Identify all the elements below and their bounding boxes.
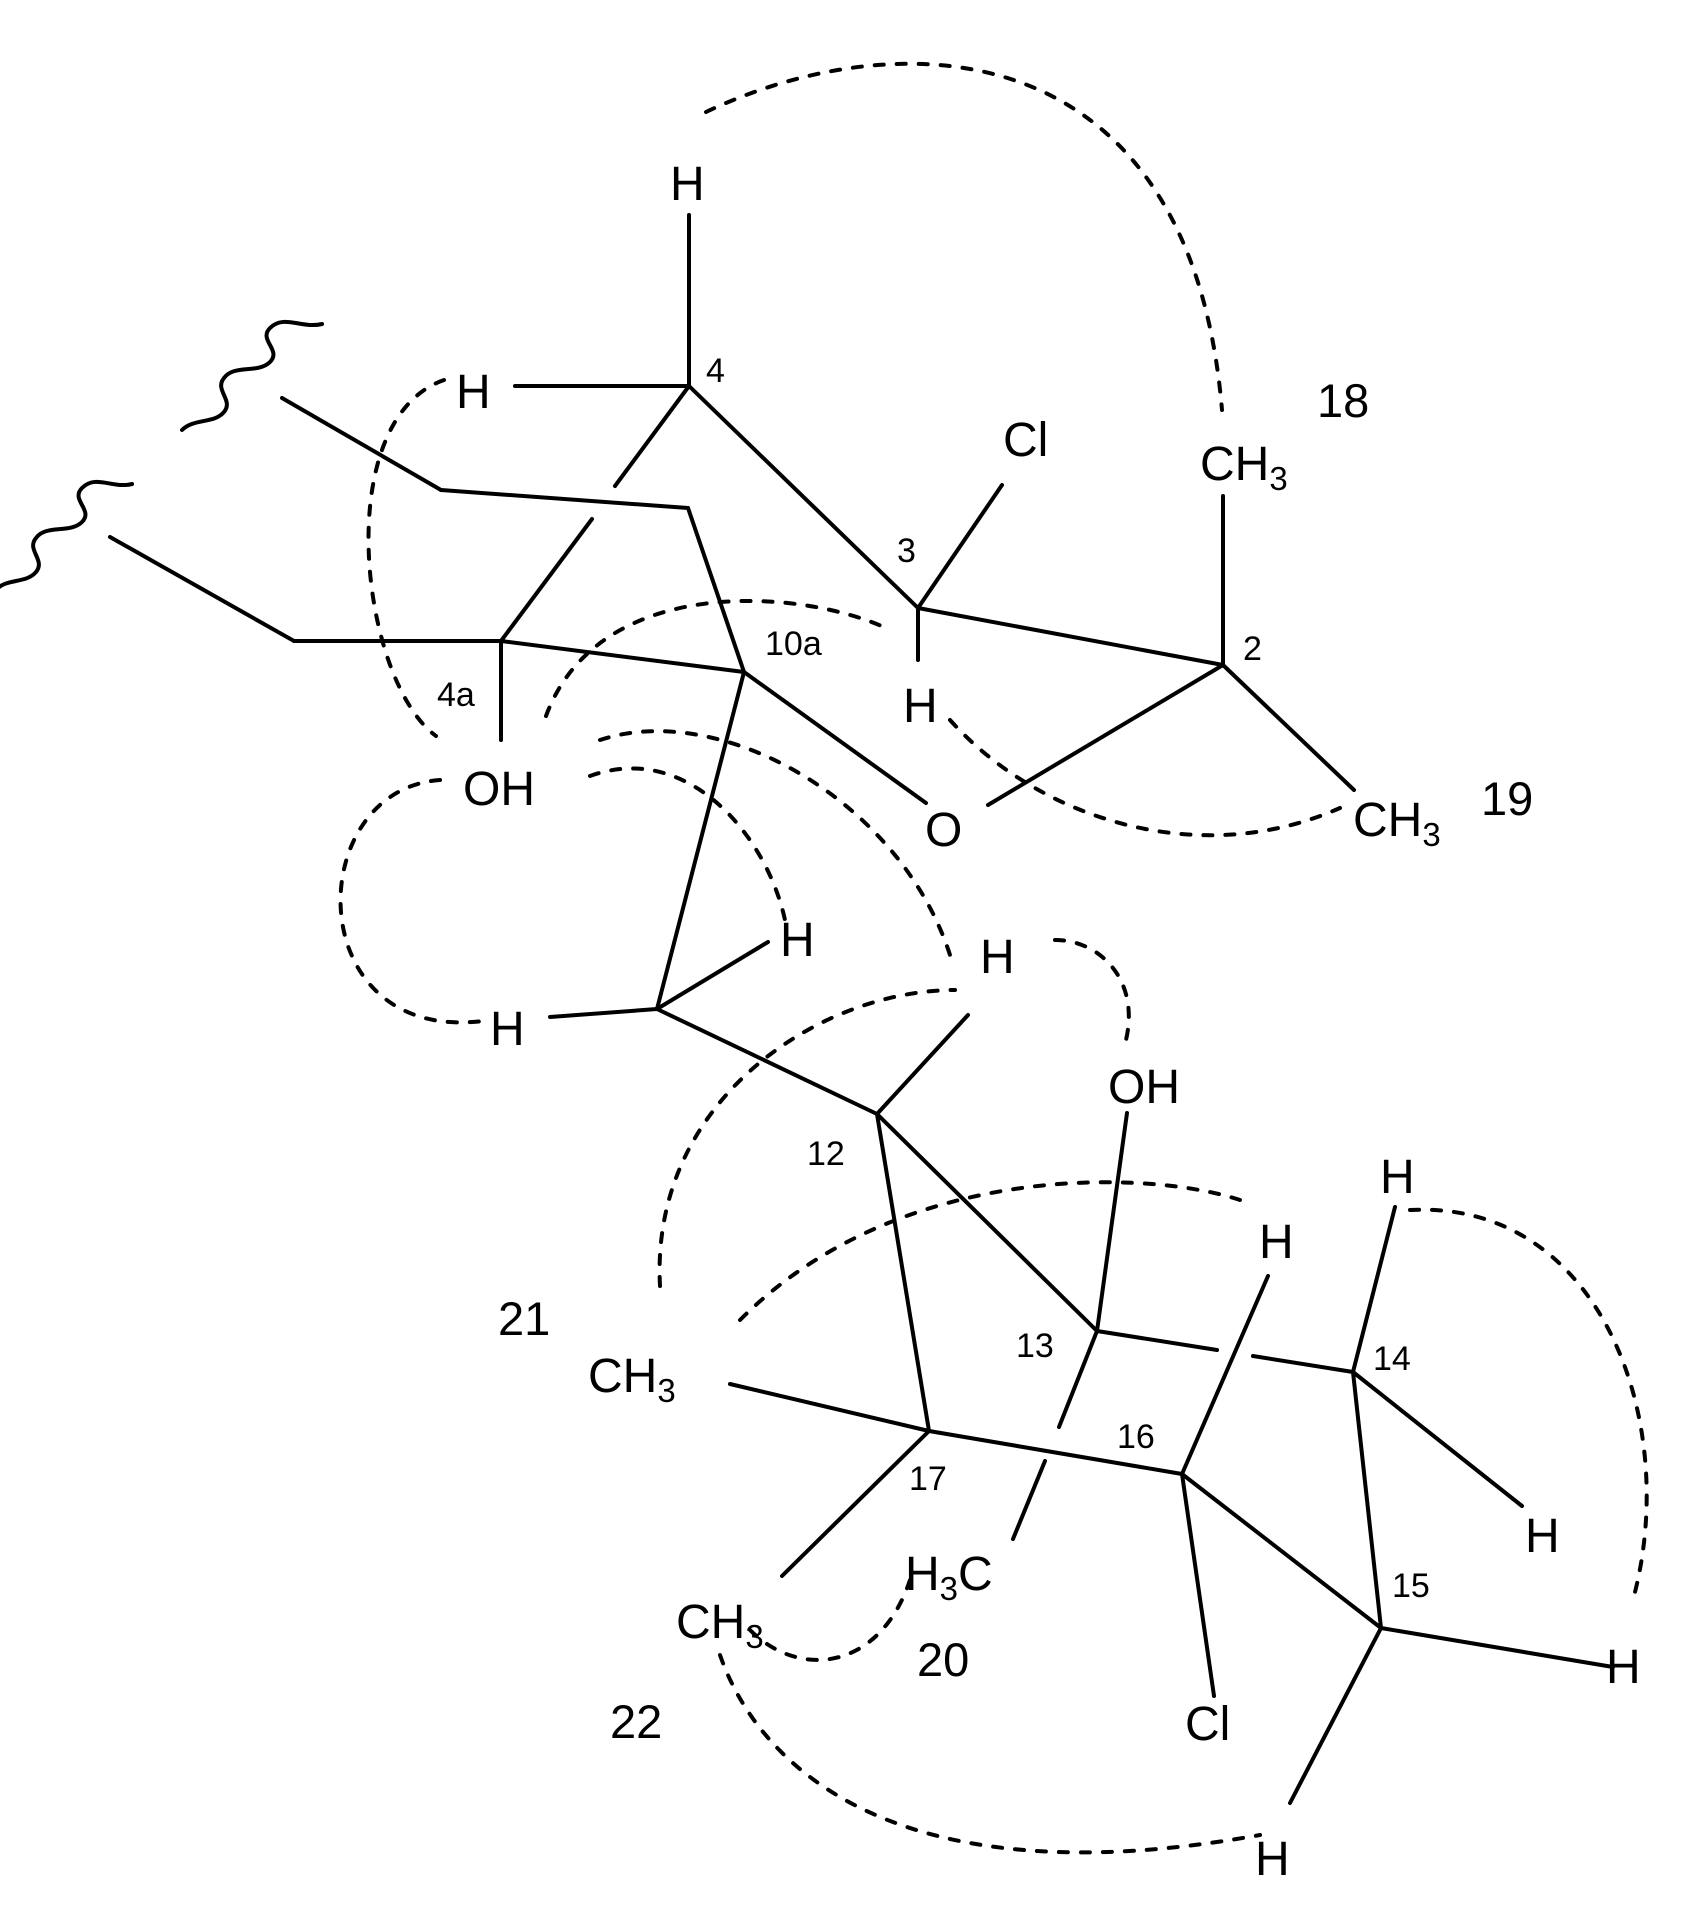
bond-c11-h11b	[548, 1007, 659, 1019]
locant-c3: 3	[897, 532, 916, 570]
noe-arc-oh-h11b	[338, 778, 492, 1025]
bond-c16-h16	[1180, 1274, 1270, 1476]
atom-h12: H	[980, 931, 1015, 984]
bond-c13-ch3-20-a	[1057, 1329, 1099, 1429]
noe-arc-ch3-22-h15b	[718, 1653, 1262, 1855]
noe-arc-oh-h10a	[544, 598, 892, 718]
bond-c10a-c10	[686, 506, 746, 674]
atom-ch3-21: CH3	[588, 1350, 676, 1409]
bond-c10a-c11	[655, 670, 746, 1011]
carbon-locants: 4 3 10a 4a 2 12 13 14 16 17 15	[437, 352, 1430, 1605]
group-number-18: 18	[1317, 374, 1369, 427]
atom-h15: H	[1606, 1641, 1641, 1694]
bond-c14-h14b	[1351, 1370, 1524, 1508]
noe-arc-h4-oh	[366, 378, 446, 738]
bond-c16-cl	[1180, 1472, 1216, 1698]
group-number-22: 22	[610, 1695, 662, 1748]
noe-arc-h12-oh13	[1053, 938, 1131, 1042]
atom-h-top: H	[670, 158, 705, 211]
atom-h14a: H	[1380, 1151, 1415, 1204]
bond-c17-ch3-21	[728, 1382, 931, 1433]
atom-oh13: OH	[1108, 1061, 1180, 1114]
bond-c15-h15b	[1288, 1626, 1383, 1805]
locant-c13: 13	[1016, 1327, 1054, 1365]
bond-c4-c4a-lower	[499, 517, 594, 643]
bond-c4a-c10a	[499, 639, 746, 674]
atom-cl3: Cl	[1003, 414, 1048, 467]
noe-arc-h14a-h15	[1408, 1207, 1649, 1598]
bond-c4-c4a-upper	[613, 384, 691, 488]
atom-oh4a: OH	[463, 763, 535, 816]
atom-h11b: H	[490, 1003, 525, 1056]
locant-c10a: 10a	[765, 625, 822, 663]
bond-c11-h11a	[655, 940, 770, 1011]
locant-c16: 16	[1117, 1418, 1155, 1456]
atom-h3: H	[903, 680, 938, 733]
bond-c9-wavy-upper	[280, 396, 443, 492]
bond-c13-c14-a	[1095, 1329, 1219, 1352]
group-number-19: 19	[1481, 772, 1533, 825]
group-number-21: 21	[498, 1292, 550, 1345]
atom-o-ring: O	[925, 804, 962, 857]
bond-c17-c16	[927, 1429, 1184, 1476]
bond-c3-cl	[916, 483, 1004, 610]
wavy-bond-lower	[0, 479, 134, 590]
bond-c13-oh	[1095, 1111, 1129, 1333]
bond-c10-c9	[439, 488, 690, 510]
atom-h14b: H	[1525, 1510, 1560, 1563]
atom-ch3-18: CH3	[1200, 438, 1288, 497]
atom-h3c-20: H3C	[905, 1548, 993, 1607]
bond-o-c10a	[742, 670, 928, 805]
bonds	[108, 213, 1615, 1805]
bond-c14-c15	[1351, 1370, 1383, 1630]
noe-correlations	[338, 61, 1649, 1855]
bond-c4-c3	[687, 384, 920, 610]
bond-c12-c17	[875, 1112, 931, 1433]
atom-ch3-22: CH3	[676, 1596, 764, 1655]
atom-h11a: H	[780, 914, 815, 967]
locant-c2: 2	[1243, 630, 1262, 668]
locant-c4: 4	[706, 352, 725, 390]
bond-chain-wavy-lower	[108, 535, 296, 643]
noe-arc-htop-ch3-18	[704, 61, 1224, 412]
noe-arc-ch3-21-h14a	[738, 1180, 1242, 1322]
atom-h4: H	[456, 366, 491, 419]
locant-c15: 15	[1392, 1567, 1430, 1605]
noe-arc-h12-ch3-21	[657, 988, 957, 1288]
atom-h15b: H	[1255, 1833, 1290, 1886]
wavy-bond-upper	[180, 319, 324, 432]
bond-c15-h15	[1379, 1626, 1615, 1669]
bond-c16-c15	[1180, 1472, 1383, 1630]
bond-c13-c14-b	[1251, 1354, 1355, 1374]
locant-c14: 14	[1373, 1340, 1411, 1378]
bond-c12-h12	[875, 1013, 970, 1116]
bond-c2-o	[986, 663, 1225, 807]
locant-c12: 12	[807, 1135, 845, 1173]
bond-c11-c12	[655, 1007, 879, 1116]
bond-c3-c2	[916, 606, 1225, 667]
noe-arc-oh-h11a	[588, 766, 788, 927]
bond-c12-c13	[875, 1112, 1099, 1333]
noe-arc-ch3-22-h3c-20	[748, 1578, 912, 1662]
noe-arc-o-h12	[598, 729, 952, 957]
bond-c13-ch3-20-b	[1011, 1459, 1047, 1541]
atom-ch3-19: CH3	[1353, 794, 1441, 853]
atom-labels: H H Cl CH3 H OH O CH3 H H H OH H H CH3 H…	[456, 158, 1641, 1886]
bond-c2-ch3-19	[1221, 663, 1356, 792]
group-number-20: 20	[917, 1633, 969, 1686]
locant-c17: 17	[909, 1460, 947, 1498]
locant-c4a: 4a	[437, 676, 475, 714]
bond-c14-h14a	[1351, 1205, 1397, 1374]
noe-arc-h3-ch3-19	[948, 718, 1342, 838]
group-numbers: 18 19 21 20 22	[498, 374, 1533, 1748]
atom-h16: H	[1259, 1216, 1294, 1269]
bond-c17-ch3-22	[780, 1429, 931, 1578]
atom-cl16: Cl	[1185, 1698, 1230, 1751]
